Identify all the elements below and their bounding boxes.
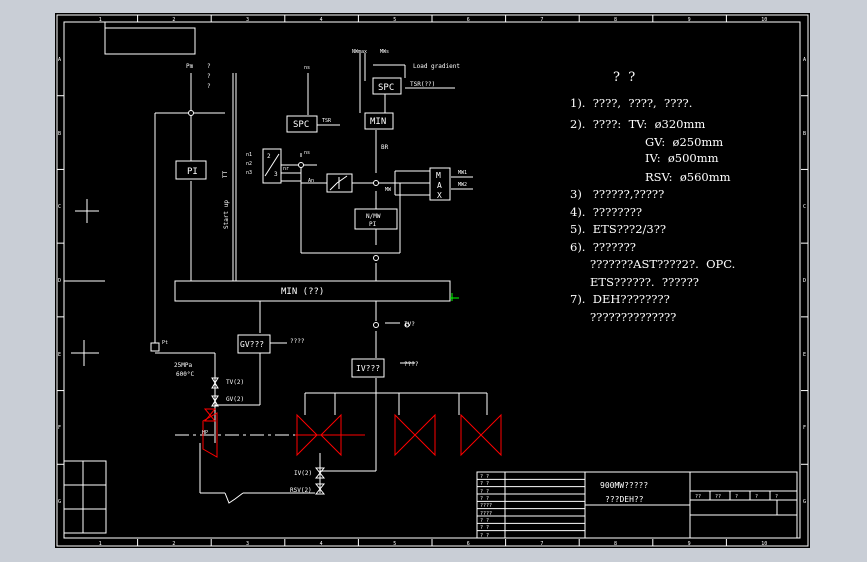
- gv-block: [237, 334, 271, 354]
- left-crosshairs: [64, 199, 105, 366]
- control-valve-red: [203, 408, 217, 422]
- pi-left-block: [175, 160, 207, 180]
- drain-symbol: [224, 492, 244, 504]
- lp2-turbine-right: [480, 413, 502, 457]
- spc-top-block: [372, 77, 402, 95]
- min-top-block: [364, 112, 394, 130]
- turbines: [202, 412, 502, 458]
- lp1-turbine-left: [394, 413, 416, 457]
- title-block: [476, 471, 798, 539]
- control-diagram: [56, 14, 809, 547]
- lp2-turbine-left: [460, 413, 482, 457]
- ratio-divider: [264, 153, 280, 177]
- left-revision-table: [63, 460, 107, 534]
- max-block: [429, 167, 451, 201]
- green-marker: [450, 293, 459, 301]
- lp1-turbine-right: [414, 413, 436, 457]
- function-blocks: [174, 77, 451, 378]
- corner-box: [104, 22, 196, 55]
- signal-lines: [154, 53, 488, 494]
- ratio-block: [262, 148, 282, 184]
- inner-border: [63, 21, 801, 539]
- pressure-sensor: [150, 342, 160, 352]
- iv-block: [351, 358, 385, 378]
- grid-markers: [57, 15, 808, 546]
- title-block-rows: [477, 478, 585, 539]
- junctions: [188, 110, 410, 328]
- pi-inner-block: [354, 208, 398, 230]
- spc-left-block: [286, 115, 318, 133]
- function-curve: [329, 175, 348, 191]
- min-bar-block: [174, 280, 451, 302]
- hp-turbine: [202, 412, 218, 458]
- drawing-canvas: [55, 13, 810, 548]
- stop-valves: [211, 377, 326, 495]
